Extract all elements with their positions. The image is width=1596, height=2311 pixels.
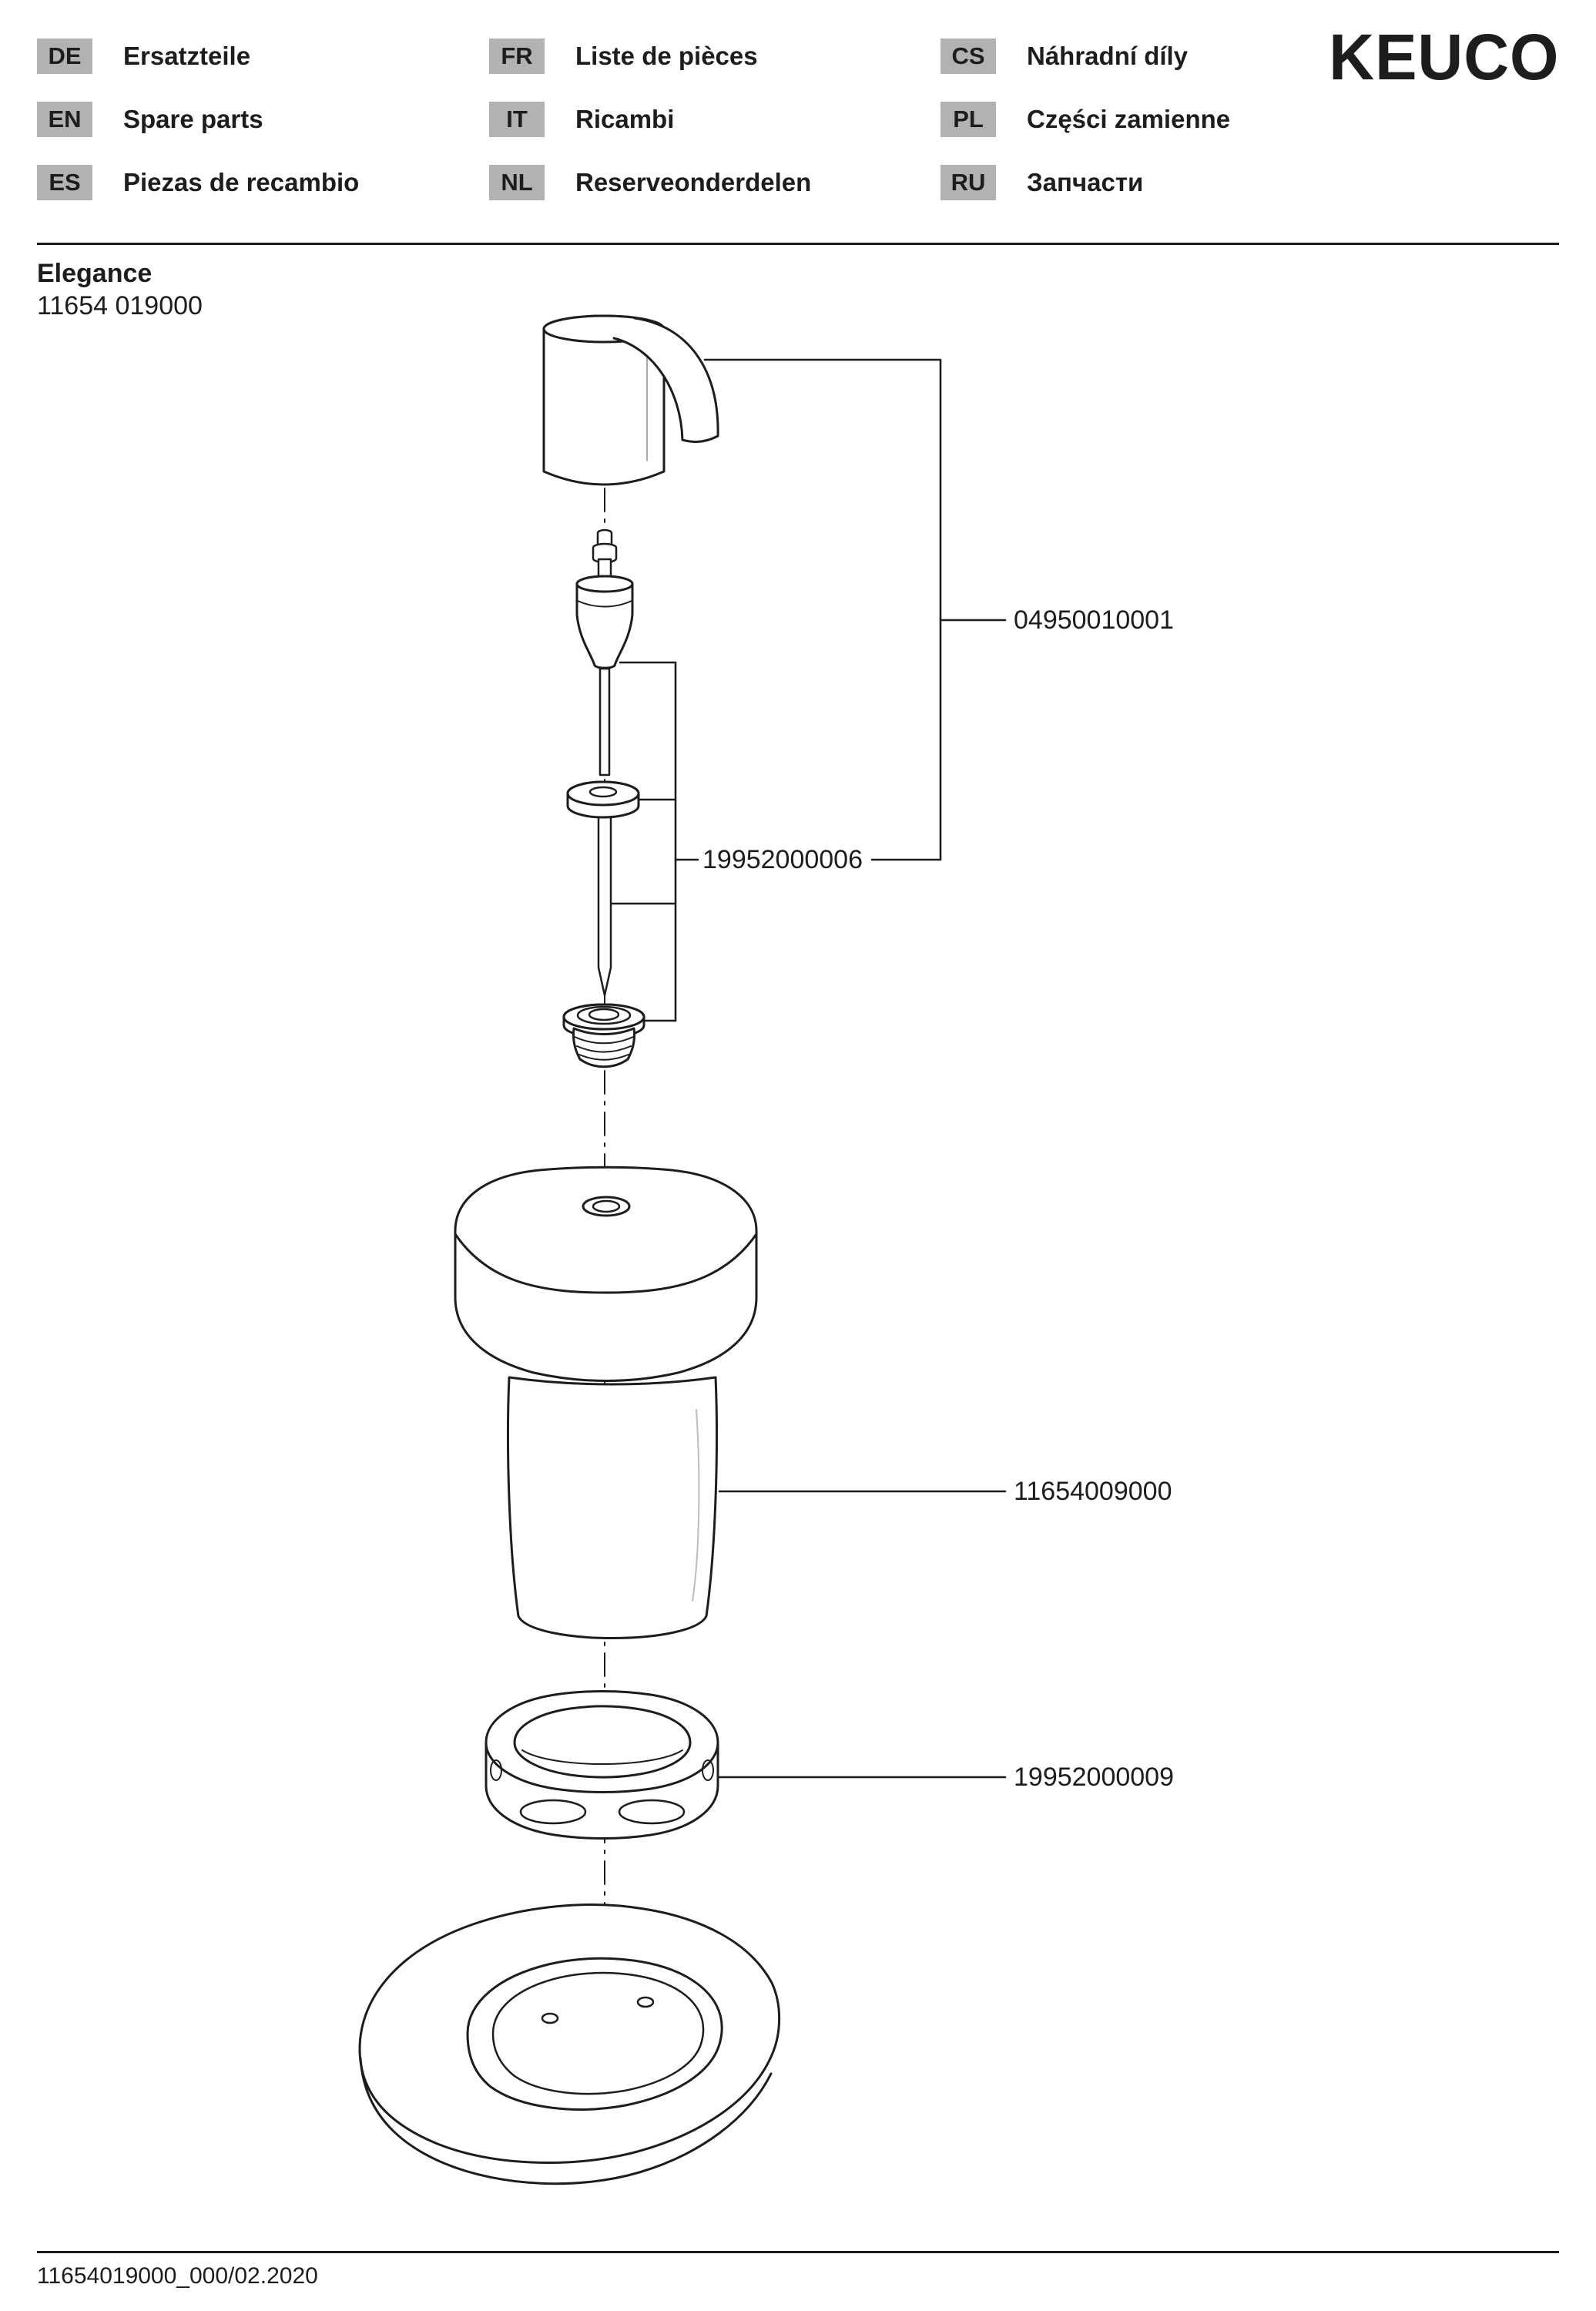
language-label: Ersatzteile — [123, 42, 251, 70]
document-code: 11654019000_000/02.2020 — [37, 2263, 318, 2289]
part-number-pump-assembly: 04950010001 — [1014, 605, 1175, 635]
pump-internals-drawing — [562, 528, 645, 1068]
part-number-insert-ring: 19952000009 — [1014, 1763, 1175, 1792]
language-code-badge: IT — [489, 102, 545, 137]
footer-divider — [37, 2251, 1559, 2253]
container-drawing — [454, 1166, 758, 1639]
language-row-pl: PL Części zamienne — [940, 102, 1230, 137]
language-row-nl: NL Reserveonderdelen — [489, 165, 811, 200]
product-block: Elegance 11654 019000 — [37, 257, 203, 322]
language-label: Ricambi — [575, 105, 675, 133]
callout-lines — [611, 358, 1007, 1779]
wall-holder-drawing — [358, 1903, 781, 2185]
header-divider — [37, 243, 1559, 245]
pump-head-drawing — [542, 314, 719, 486]
language-code-badge: NL — [489, 165, 545, 200]
part-number-container: 11654009000 — [1014, 1477, 1172, 1506]
language-column-1: DE Ersatzteile EN Spare parts ES Piezas … — [37, 39, 359, 200]
language-label: Liste de pièces — [575, 42, 758, 70]
insert-ring-drawing — [484, 1690, 719, 1840]
language-row-es: ES Piezas de recambio — [37, 165, 359, 200]
language-code-badge: DE — [37, 39, 92, 74]
product-series: Elegance — [37, 259, 153, 288]
language-code-badge: FR — [489, 39, 545, 74]
language-code-badge: RU — [940, 165, 996, 200]
language-row-it: IT Ricambi — [489, 102, 811, 137]
language-row-ru: RU Запчасти — [940, 165, 1230, 200]
language-label: Запчасти — [1027, 168, 1144, 196]
language-label: Reserveonderdelen — [575, 168, 812, 196]
language-label: Części zamienne — [1027, 105, 1231, 133]
part-number-pump-internals: 19952000006 — [702, 845, 863, 874]
language-label: Piezas de recambio — [123, 168, 360, 196]
language-code-badge: CS — [940, 39, 996, 74]
language-label: Spare parts — [123, 105, 263, 133]
keuco-logo: KEUCO — [1328, 21, 1559, 93]
language-row-de: DE Ersatzteile — [37, 39, 359, 74]
language-code-badge: ES — [37, 165, 92, 200]
language-code-badge: EN — [37, 102, 92, 137]
language-row-fr: FR Liste de pièces — [489, 39, 811, 74]
product-number: 11654 019000 — [37, 291, 203, 320]
language-row-en: EN Spare parts — [37, 102, 359, 137]
language-column-2: FR Liste de pièces IT Ricambi NL Reserve… — [489, 39, 811, 200]
language-code-badge: PL — [940, 102, 996, 137]
language-column-3: CS Náhradní díly PL Części zamienne RU З… — [940, 39, 1230, 200]
language-row-cs: CS Náhradní díly — [940, 39, 1230, 74]
language-label: Náhradní díly — [1027, 42, 1189, 70]
